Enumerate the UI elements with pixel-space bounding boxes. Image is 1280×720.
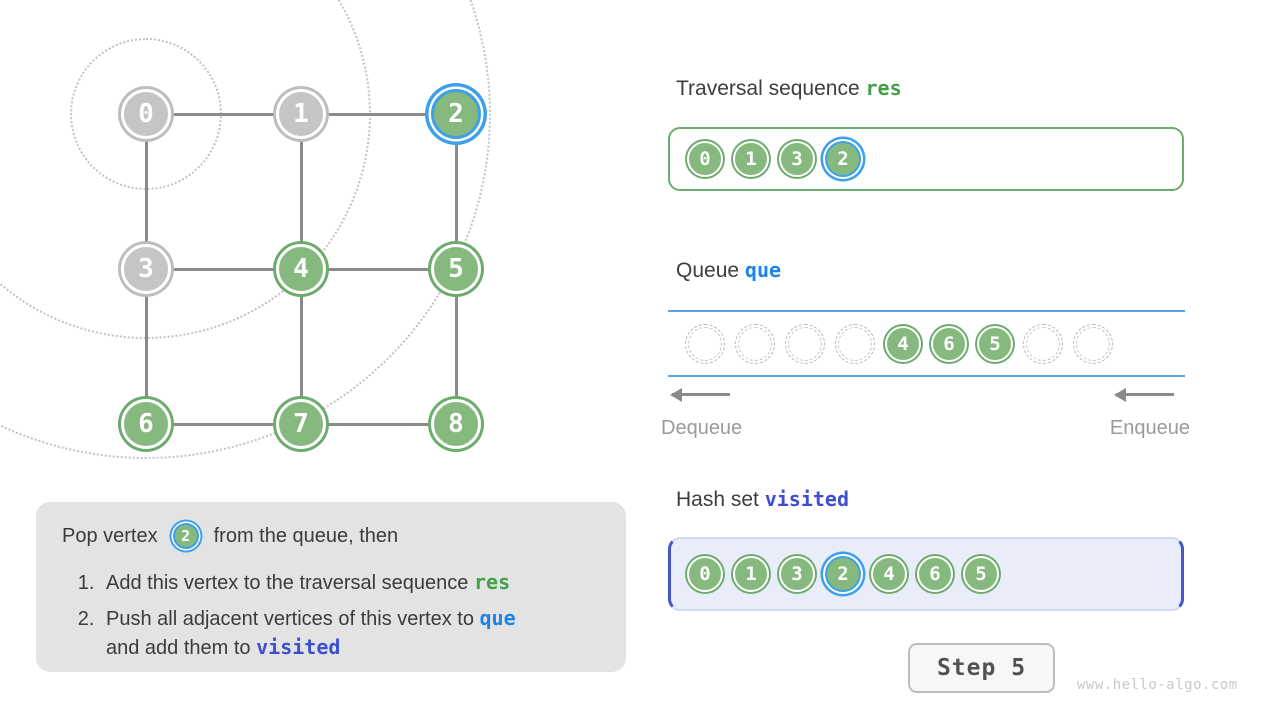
queue-code-name: que bbox=[744, 258, 782, 282]
graph-vertex-5: 5 bbox=[431, 244, 481, 294]
visited-node-0: 0 bbox=[687, 556, 723, 592]
graph-vertex-4: 4 bbox=[276, 244, 326, 294]
graph-edge-0-3 bbox=[144, 114, 148, 269]
explanation-intro: Pop vertex 2 from the queue, then bbox=[62, 519, 602, 553]
graph-vertex-3: 3 bbox=[121, 244, 171, 294]
visited-node-5: 5 bbox=[963, 556, 999, 592]
traversal-node-1: 1 bbox=[733, 141, 769, 177]
graph-vertex-0: 0 bbox=[121, 89, 171, 139]
queue-empty-slot bbox=[685, 323, 725, 364]
visited-node-2: 2 bbox=[825, 556, 861, 592]
queue-node-5: 5 bbox=[977, 325, 1013, 362]
queue-empty-slot bbox=[835, 323, 875, 364]
traversal-code-name: res bbox=[865, 76, 902, 100]
visited-node-3: 3 bbox=[779, 556, 815, 592]
traversal-title: Traversal sequence res bbox=[676, 76, 902, 100]
graph-vertex-8: 8 bbox=[431, 399, 481, 449]
dequeue-label: Dequeue bbox=[661, 417, 743, 439]
popped-vertex-node: 2 bbox=[172, 523, 199, 549]
graph-edge-2-5 bbox=[454, 114, 458, 269]
graph-edge-3-4 bbox=[146, 267, 301, 271]
queue-empty-slot bbox=[1073, 323, 1113, 364]
enqueue-arrow-icon bbox=[1114, 387, 1174, 402]
graph-edge-3-6 bbox=[144, 269, 148, 424]
visited-node-4: 4 bbox=[871, 556, 907, 592]
enqueue-label: Enqueue bbox=[1109, 417, 1190, 439]
graph-vertex-2: 2 bbox=[431, 89, 481, 139]
traversal-node-0: 0 bbox=[687, 141, 723, 177]
hashset-code-name: visited bbox=[764, 487, 850, 511]
graph-edge-4-7 bbox=[299, 269, 303, 424]
queue-node-6: 6 bbox=[931, 325, 967, 362]
queue-node-4: 4 bbox=[885, 325, 921, 362]
res-code-token: res bbox=[473, 570, 511, 594]
visited-node-6: 6 bbox=[917, 556, 953, 592]
bfs-wave-arc-2 bbox=[0, 0, 491, 459]
explanation-step-2: Push all adjacent vertices of this verte… bbox=[100, 604, 602, 662]
hashset-title: Hash set visited bbox=[676, 487, 850, 511]
graph-vertex-1: 1 bbox=[276, 89, 326, 139]
queue-empty-slot bbox=[735, 323, 775, 364]
queue-empty-slot bbox=[1023, 323, 1063, 364]
explanation-intro-pre: Pop vertex bbox=[62, 524, 158, 547]
watermark: www.hello-algo.com bbox=[1077, 677, 1238, 693]
explanation-intro-post: from the queue, then bbox=[213, 524, 399, 547]
graph-vertex-7: 7 bbox=[276, 399, 326, 449]
explanation-steps: Add this vertex to the traversal sequenc… bbox=[62, 568, 602, 662]
visited-code-token: visited bbox=[256, 635, 341, 659]
traversal-node-2: 2 bbox=[825, 141, 861, 177]
explanation-box: Pop vertex 2 from the queue, then Add th… bbox=[36, 502, 626, 672]
graph-edge-6-7 bbox=[146, 422, 301, 426]
graph-canvas: 0 1 2 3 4 5 6 7 8 bbox=[0, 0, 548, 487]
graph-edge-5-8 bbox=[454, 269, 458, 424]
graph-edge-4-5 bbox=[301, 267, 456, 271]
explanation-step-1: Add this vertex to the traversal sequenc… bbox=[100, 568, 602, 597]
dequeue-arrow-icon bbox=[670, 387, 730, 402]
que-code-token: que bbox=[479, 606, 516, 630]
graph-edge-0-1 bbox=[146, 112, 301, 116]
queue-title: Queue que bbox=[676, 258, 782, 282]
step-button[interactable]: Step 5 bbox=[908, 643, 1055, 693]
queue-empty-slot bbox=[785, 323, 825, 364]
graph-edge-1-4 bbox=[299, 114, 303, 269]
traversal-node-3: 3 bbox=[779, 141, 815, 177]
graph-edge-1-2 bbox=[301, 112, 456, 116]
graph-vertex-6: 6 bbox=[121, 399, 171, 449]
graph-edge-7-8 bbox=[301, 422, 456, 426]
visited-node-1: 1 bbox=[733, 556, 769, 592]
